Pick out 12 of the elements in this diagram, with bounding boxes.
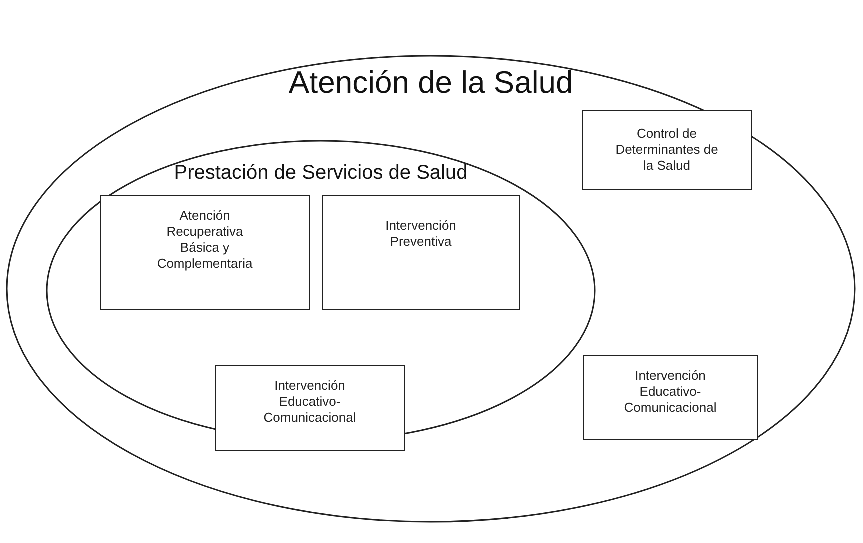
text-box [100, 195, 310, 310]
ellipse-title: Prestación de Servicios de Salud [173, 162, 469, 185]
ellipse-title: Atención de la Salud [288, 65, 574, 101]
text-box [215, 365, 405, 451]
box-label: Control de Determinantes de la Salud [614, 126, 720, 174]
text-box [583, 355, 758, 440]
box-label: Atención Recuperativa Básica y Complementaria [156, 208, 254, 272]
box-label: Intervención Educativo-Comunicacional [623, 368, 718, 416]
text-box [582, 110, 752, 190]
box-label: Intervención Preventiva [384, 218, 458, 250]
box-label: Intervención Educativo-Comunicacional [262, 378, 358, 426]
text-box [322, 195, 520, 310]
